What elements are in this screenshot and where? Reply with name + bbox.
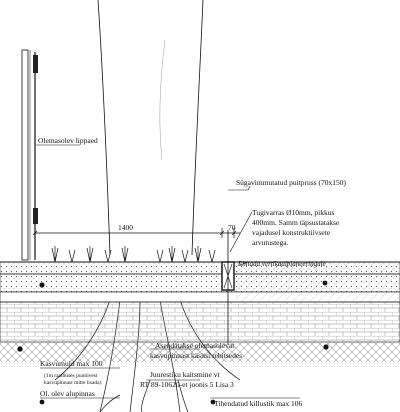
subsoil-label-line-1: Asendatakse olemasolevat bbox=[155, 341, 235, 350]
rebar-label-line-3: vajadusel konstruktiivsete bbox=[252, 228, 331, 237]
roots-label-line-1: Juurestiku kaitsmine vt bbox=[150, 370, 220, 379]
rebar-label-line-2: 400mm. Samm täpsustatakse bbox=[252, 218, 340, 227]
tree-trunk bbox=[97, 0, 204, 256]
fence-label: Olemasolev lippaed bbox=[38, 136, 98, 145]
dim-70: 70 bbox=[228, 223, 236, 232]
topsoil-label: Kasvumuld max 100 bbox=[40, 359, 103, 368]
topsoil-note-line-2: kasvupinnast mitte lisada) bbox=[44, 379, 102, 386]
reference-points bbox=[17, 280, 329, 405]
rebar-label-line-4: arvutustega. bbox=[252, 238, 289, 247]
subsoil-label-line-2: kasvupinnast käsitsi rebitsedes bbox=[150, 351, 242, 360]
dimension-line bbox=[32, 228, 240, 238]
dim-1400: 1400 bbox=[118, 223, 133, 232]
ground-strata bbox=[0, 261, 400, 362]
vertical-plan-label: Ehitada vertikaalplaneeringule bbox=[237, 260, 326, 268]
timber-edging bbox=[221, 230, 235, 345]
post-fastener-label: Sügavimmutatud puitpruss (70x150) bbox=[236, 178, 346, 187]
existing-fence bbox=[21, 49, 38, 261]
grass-plants bbox=[51, 246, 216, 263]
gravel-label: Tihendatud killustik max 106 bbox=[214, 399, 303, 408]
leader-lines bbox=[36, 144, 300, 399]
existing-subgrade-label: Ol. olev alupinnas bbox=[40, 389, 95, 398]
topsoil-note-line-1: (1m raadiuses puutüvest bbox=[44, 372, 98, 379]
rebar-label-line-1: Tugivarras Ø10mm, pikkus bbox=[252, 208, 335, 217]
roots-label-line-2: RT 89-10620-et joonis 5 Lisa 3 bbox=[140, 380, 234, 389]
